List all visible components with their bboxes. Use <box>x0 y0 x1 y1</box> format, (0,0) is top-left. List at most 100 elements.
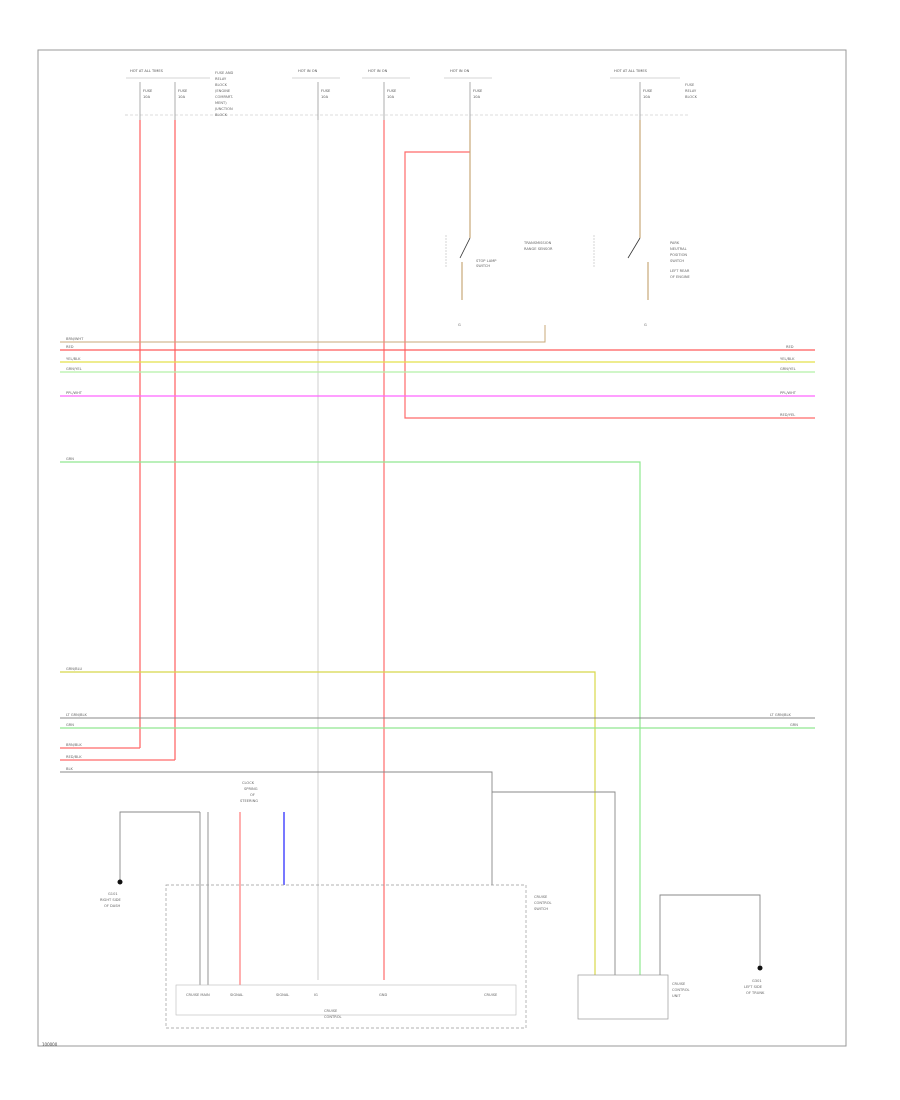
ground-right-2: LEFT SIDE <box>744 985 763 989</box>
diagram-border <box>37 49 847 1047</box>
right-unit-1: CRUISE <box>672 982 686 986</box>
upper-conn-1: CLOCK <box>242 781 255 785</box>
bus-right-label-4: PPL/WHT <box>780 391 797 395</box>
upper-conn-3: OF <box>250 793 255 797</box>
fuse-3-rating: 10A <box>387 95 395 99</box>
fuse-note-4: (ENGINE <box>215 89 231 93</box>
cruise-name-2: CONTROL <box>324 1015 342 1019</box>
svg-text:G: G <box>458 323 461 327</box>
svg-text:G: G <box>644 323 647 327</box>
cruise-module: CRUISE MAIN SIGNAL SIGNAL IG GND CRUISE … <box>165 884 552 1029</box>
left-note-2: RANGE SENSOR <box>524 247 553 251</box>
upper-conn-2: SPRING <box>244 787 258 791</box>
park-neutral-switch: PARK NEUTRAL POSITION SWITCH LEFT REAR O… <box>593 235 691 327</box>
fuse-1-header: HOT AT ALL TIMES <box>130 69 164 73</box>
cruise-pin-6: CRUISE <box>484 993 498 997</box>
fuse-note-2: RELAY <box>215 77 227 81</box>
right-switch-2: NEUTRAL <box>670 247 687 251</box>
fuse-5-header: HOT AT ALL TIMES <box>614 69 648 73</box>
ground-left-1: G101 <box>108 892 118 896</box>
right-unit-2: CONTROL <box>672 988 690 992</box>
bus-right-label-2: YEL/BLK <box>780 357 795 361</box>
bus-left-label-4: GRN/YEL <box>66 367 82 371</box>
bus-left-label-9: GRN <box>66 723 74 727</box>
bus-left-label-1: BRN/WHT <box>66 337 84 341</box>
cruise-title-2: CONTROL <box>534 901 552 905</box>
bus-left-label-6: GRN <box>66 457 74 461</box>
fuse-4-rating: 10A <box>473 95 481 99</box>
ground-left-2: RIGHT SIDE <box>100 898 121 902</box>
bus-left-labels: BRN/WHT RED YEL/BLK GRN/YEL PPL/WHT GRN … <box>66 337 87 771</box>
stop-switch-label-1: STOP LAMP <box>476 259 497 263</box>
stop-lamp-switch: STOP LAMP SWITCH TRANSMISSION RANGE SENS… <box>445 235 553 327</box>
fuse-2-rating: 10A <box>321 95 329 99</box>
right-switch-4: SWITCH <box>670 259 684 263</box>
right-unit-3: UNIT <box>672 994 681 998</box>
bus-right-labels: RED YEL/BLK GRN/YEL PPL/WHT RED/YEL LT G… <box>770 345 798 727</box>
fuse-1-rating: 10A <box>143 95 151 99</box>
bus-right-label-5: RED/YEL <box>780 413 795 417</box>
fuse-2-header: HOT IN ON <box>298 69 318 73</box>
bus-right-label-3: GRN/YEL <box>780 367 796 371</box>
fuse-note-3: BLOCK <box>215 83 228 87</box>
bus-left-label-11: RED/BLK <box>66 755 82 759</box>
fuse-note-6: MENT) <box>215 101 227 105</box>
cruise-name-1: CRUISE <box>324 1009 338 1013</box>
bus-left-label-2: RED <box>66 345 74 349</box>
fuse-5-label-1: FUSE <box>685 83 695 87</box>
cruise-title-3: SWITCH <box>534 907 548 911</box>
fuse-3-header: HOT IN ON <box>368 69 388 73</box>
right-note-2: OF ENGINE <box>670 275 691 279</box>
fuse-5-fuse: FUSE <box>643 89 653 93</box>
left-note-1: TRANSMISSION <box>523 241 552 245</box>
fuse-3-fuse: FUSE <box>387 89 397 93</box>
right-switch-1: PARK <box>670 241 680 245</box>
cruise-connectors: CLOCK SPRING OF STEERING <box>239 781 285 985</box>
cruise-pin-3: SIGNAL <box>276 993 289 997</box>
fuse-5-label-3: BLOCK <box>685 95 698 99</box>
fuse-4-header: HOT IN ON <box>450 69 470 73</box>
vertical-wires <box>60 120 815 980</box>
bus-wires <box>60 325 815 975</box>
footer-code: 100000 <box>42 1042 58 1047</box>
left-ground: G101 RIGHT SIDE OF DASH <box>100 811 209 985</box>
bus-left-label-3: YEL/BLK <box>66 357 81 361</box>
fuse-5-label-2: RELAY <box>685 89 697 93</box>
svg-text:FUSE: FUSE <box>178 89 188 93</box>
upper-conn-4: STEERING <box>240 799 258 803</box>
stop-switch-label-2: SWITCH <box>476 264 490 268</box>
cruise-pin-2: SIGNAL <box>230 993 243 997</box>
bus-right-label-1: RED <box>786 345 794 349</box>
fuse-note-1: FUSE AND <box>215 71 234 75</box>
fuse-group-1: HOT AT ALL TIMES FUSE 10A FUSE 10A FUSE … <box>126 69 234 120</box>
ground-right-3: OF TRUNK <box>746 991 765 995</box>
fuse-2-fuse: FUSE <box>321 89 331 93</box>
right-unit: CRUISE CONTROL UNIT G301 LEFT SIDE OF TR… <box>577 894 765 1020</box>
bus-right-label-7: GRN <box>790 723 798 727</box>
right-switch-3: POSITION <box>670 253 687 257</box>
bus-left-label-5: PPL/WHT <box>66 391 83 395</box>
cruise-pin-1: CRUISE MAIN <box>186 993 210 997</box>
fuse-4-fuse: FUSE <box>473 89 483 93</box>
fuse-group-3: HOT IN ON FUSE 10A <box>362 69 410 120</box>
cruise-title-1: CRUISE <box>534 895 548 899</box>
fuse-note-7: JUNCTION <box>214 107 233 111</box>
bus-right-label-6: LT GRN/BLK <box>770 713 791 717</box>
bus-left-label-12: BLK <box>66 767 73 771</box>
fuse-note-8: BLOCK <box>215 113 228 117</box>
ground-right-1: G301 <box>752 979 762 983</box>
right-note-1: LEFT REAR <box>670 269 690 273</box>
fuse-note-5: COMPART- <box>215 95 234 99</box>
cruise-pin-4: IG <box>314 993 318 997</box>
bus-left-label-10: BRN/BLK <box>66 743 82 747</box>
fuse-group-5: HOT AT ALL TIMES FUSE 10A FUSE RELAY BLO… <box>610 69 698 120</box>
fuse-5-rating: 10A <box>643 95 651 99</box>
fuse-1-fuse: FUSE <box>143 89 153 93</box>
fuse-group-4: HOT IN ON FUSE 10A <box>444 69 492 120</box>
bus-left-label-7: GRN/BLU <box>66 667 82 671</box>
svg-text:10A: 10A <box>178 95 186 99</box>
ground-left-3: OF DASH <box>104 904 120 908</box>
fuse-group-2: HOT IN ON FUSE 10A <box>292 69 340 120</box>
bus-left-label-8: LT GRN/BLK <box>66 713 87 717</box>
